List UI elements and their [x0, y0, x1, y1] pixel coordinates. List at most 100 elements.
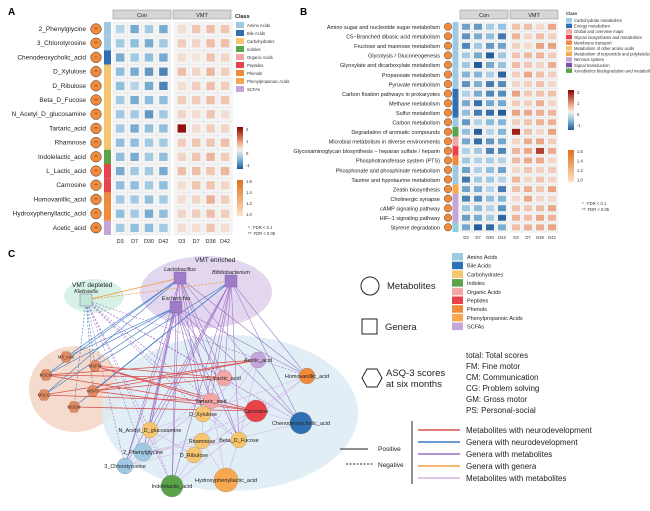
heatmap-value	[220, 96, 230, 105]
heatmap-value	[512, 33, 520, 40]
heatmap-value	[159, 67, 168, 76]
heatmap-value	[548, 81, 556, 88]
heatmap-value	[498, 195, 506, 202]
metabolite-label: 2_Phenylglycine	[123, 450, 163, 456]
class-label: SCFAs	[247, 87, 260, 92]
heatmap-value	[130, 223, 139, 232]
genus-node	[173, 271, 187, 285]
class-swatch	[566, 51, 572, 57]
edge-genera-metabolite	[85, 299, 126, 467]
heatmap-value	[462, 119, 470, 126]
importance-dot	[90, 137, 102, 149]
heatmap-value	[486, 205, 494, 212]
row-label: D_Xylulose	[53, 69, 86, 76]
heatmap-value	[177, 181, 186, 190]
heatmap-value	[116, 81, 125, 90]
class-color-cell	[104, 178, 111, 193]
heatmap-value	[130, 195, 139, 204]
edge-genera-metabolite	[171, 306, 177, 487]
significance-mark: **	[94, 83, 98, 88]
heatmap-value	[512, 23, 520, 30]
panel-b: B Con VMT Amino sugar and nucleotide sug…	[293, 7, 650, 240]
class-swatch	[566, 23, 572, 29]
heatmap-value	[462, 128, 470, 135]
panel-a: A Con VMT 2_Phenylglycine**3_Chlorotyros…	[8, 7, 289, 245]
scale-bar-importance	[237, 180, 243, 216]
heatmap-value	[144, 81, 154, 90]
heatmap-value	[206, 152, 215, 161]
metabolite-node	[185, 446, 203, 464]
scale2-ticks: 1.61.41.21.0	[246, 179, 252, 217]
importance-dot	[444, 60, 453, 69]
heatmap-value	[206, 124, 215, 133]
heatmap-value	[177, 67, 186, 76]
importance-dot	[444, 32, 453, 41]
scale-tick: 1.4	[246, 190, 252, 195]
edge-genera-metabolite	[85, 299, 302, 424]
importance-dot	[90, 208, 102, 220]
heatmap-value	[474, 23, 482, 30]
heatmap-value	[462, 52, 470, 59]
metabolite-label: Tartaric_acid	[195, 399, 226, 405]
heatmap-value	[220, 67, 230, 76]
heatmap-value	[498, 71, 506, 78]
heatmap-value	[524, 119, 532, 126]
heatmap-value	[548, 138, 556, 145]
edge-metabolite-metabolite	[142, 440, 203, 453]
day-label: D7	[131, 239, 138, 245]
heatmap-value	[462, 224, 470, 231]
importance-dot	[444, 70, 453, 79]
edge-genera-metabolite	[124, 306, 177, 467]
row-label: Phosphonate and phosphinate metabolism	[336, 168, 441, 174]
class-swatch	[566, 46, 572, 51]
heatmap-value	[159, 209, 168, 218]
heatmap-value	[548, 23, 556, 30]
day-label: D30	[486, 235, 494, 240]
asq-node	[86, 385, 100, 397]
heatmap-value	[536, 109, 544, 116]
heatmap-value	[512, 214, 520, 221]
heatmap-value	[116, 167, 125, 176]
row-label: Cholinergic synapse	[390, 197, 440, 203]
heatmap-value	[524, 224, 532, 231]
heatmap-value	[548, 167, 556, 173]
heatmap-value	[536, 214, 544, 221]
importance-dot	[444, 108, 453, 117]
edge-genera-metabolite	[85, 299, 173, 487]
class-swatch	[236, 78, 244, 84]
importance-dot	[444, 213, 453, 222]
heatmap-value	[512, 81, 520, 88]
heatmap-value	[474, 71, 482, 78]
row-label: Taurine and hypotaurine metabolism	[351, 178, 440, 184]
day-label: D42	[220, 239, 230, 245]
class-label: Phenylpropanoic Acids	[247, 79, 289, 84]
scale-bar-zscore	[237, 127, 243, 169]
heatmap-value	[486, 147, 494, 154]
heatmap-value	[524, 167, 532, 173]
edge-genera-metabolite	[179, 277, 302, 424]
asq-key: PS: Personal-social	[466, 406, 536, 415]
heatmap-value	[524, 62, 532, 68]
heatmap-value	[536, 100, 544, 107]
class-label: Carbohydrates	[247, 39, 274, 44]
heatmap-value	[462, 195, 470, 202]
day-label: D38	[206, 239, 216, 245]
class-swatch	[566, 62, 572, 68]
heatmap-value	[486, 90, 494, 97]
row-label: D_Ribulose	[52, 83, 86, 90]
heatmap-value	[177, 209, 186, 218]
heatmap-value	[512, 186, 520, 193]
heatmap-value	[116, 67, 125, 76]
header-con-label: Con	[137, 13, 147, 19]
heatmap-value	[144, 152, 154, 161]
heatmap-value	[524, 138, 532, 145]
class-color-cell	[104, 121, 111, 136]
heatmap-value	[486, 224, 494, 231]
heatmap-value	[116, 96, 125, 105]
scale1-ticks: 210-1	[246, 127, 250, 168]
class-label: Phenylpropanoic Acids	[467, 316, 523, 322]
heatmap-value	[548, 62, 556, 68]
genus-label: Klebsiella	[74, 289, 98, 295]
